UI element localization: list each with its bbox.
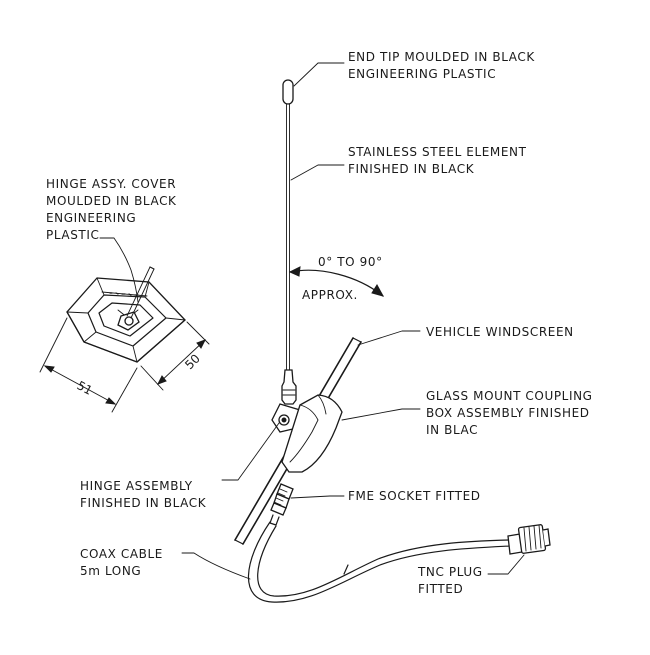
svg-text:MOULDED IN BLACK: MOULDED IN BLACK [46, 194, 177, 208]
leader-end-tip [293, 62, 345, 87]
svg-text:ENGINEERING PLASTIC: ENGINEERING PLASTIC [348, 67, 496, 81]
dim-depth-label: 50 [182, 351, 203, 372]
svg-text:HINGE ASSY. COVER: HINGE ASSY. COVER [46, 177, 176, 191]
end-tip-cap [282, 79, 294, 105]
leader-coupling-box [341, 408, 421, 421]
coax-cable [247, 521, 511, 603]
dim-width-label: 51 [75, 378, 95, 398]
svg-text:FITTED: FITTED [418, 582, 463, 596]
stainless-element [286, 103, 290, 371]
fme-socket [269, 483, 294, 526]
hinge-cover-inset [66, 266, 186, 363]
whip-ferrule [281, 369, 297, 405]
svg-text:GLASS MOUNT COUPLING: GLASS MOUNT COUPLING [426, 389, 593, 403]
svg-text:BOX ASSEMBLY FINISHED: BOX ASSEMBLY FINISHED [426, 406, 590, 420]
svg-text:IN BLAC: IN BLAC [426, 423, 478, 437]
leader-hinge-cover [99, 237, 139, 303]
svg-text:PLASTIC: PLASTIC [46, 228, 99, 242]
antenna-whip [281, 79, 297, 405]
leader-lines [99, 62, 525, 580]
callout-coupling-box: GLASS MOUNT COUPLING BOX ASSEMBLY FINISH… [426, 389, 593, 437]
leader-tnc [487, 554, 525, 575]
approx-label: APPROX. [302, 288, 358, 302]
hinge-assembly [271, 403, 301, 433]
callout-hinge-assembly: HINGE ASSEMBLY FINISHED IN BLACK [80, 479, 207, 510]
leader-coax [181, 552, 251, 580]
angle-label: 0° TO 90° [318, 255, 383, 269]
svg-text:HINGE ASSEMBLY: HINGE ASSEMBLY [80, 479, 193, 493]
svg-text:END TIP MOULDED IN BLACK: END TIP MOULDED IN BLACK [348, 50, 535, 64]
svg-text:FINISHED IN BLACK: FINISHED IN BLACK [80, 496, 207, 510]
tnc-plug [507, 524, 551, 555]
coupling-box [281, 394, 343, 473]
callout-end-tip: END TIP MOULDED IN BLACK ENGINEERING PLA… [348, 50, 535, 81]
svg-text:ENGINEERING: ENGINEERING [46, 211, 136, 225]
windscreen-label: VEHICLE WINDSCREEN [426, 325, 574, 339]
leader-windscreen [357, 330, 421, 346]
svg-text:FINISHED IN BLACK: FINISHED IN BLACK [348, 162, 475, 176]
leader-fme [290, 495, 345, 499]
leader-element [290, 164, 345, 181]
svg-text:COAX CABLE: COAX CABLE [80, 547, 163, 561]
angle-indicator [288, 266, 385, 297]
svg-text:STAINLESS STEEL ELEMENT: STAINLESS STEEL ELEMENT [348, 145, 527, 159]
dimension-lines [39, 317, 210, 413]
fme-label: FME SOCKET FITTED [348, 489, 481, 503]
callout-element: STAINLESS STEEL ELEMENT FINISHED IN BLAC… [348, 145, 527, 176]
leader-hinge-assembly [221, 422, 280, 481]
svg-text:TNC PLUG: TNC PLUG [417, 565, 483, 579]
callout-hinge-cover: HINGE ASSY. COVER MOULDED IN BLACK ENGIN… [46, 177, 177, 242]
callout-coax: COAX CABLE 5m LONG [80, 547, 163, 578]
callout-tnc: TNC PLUG FITTED [417, 565, 483, 596]
svg-text:5m LONG: 5m LONG [80, 564, 141, 578]
